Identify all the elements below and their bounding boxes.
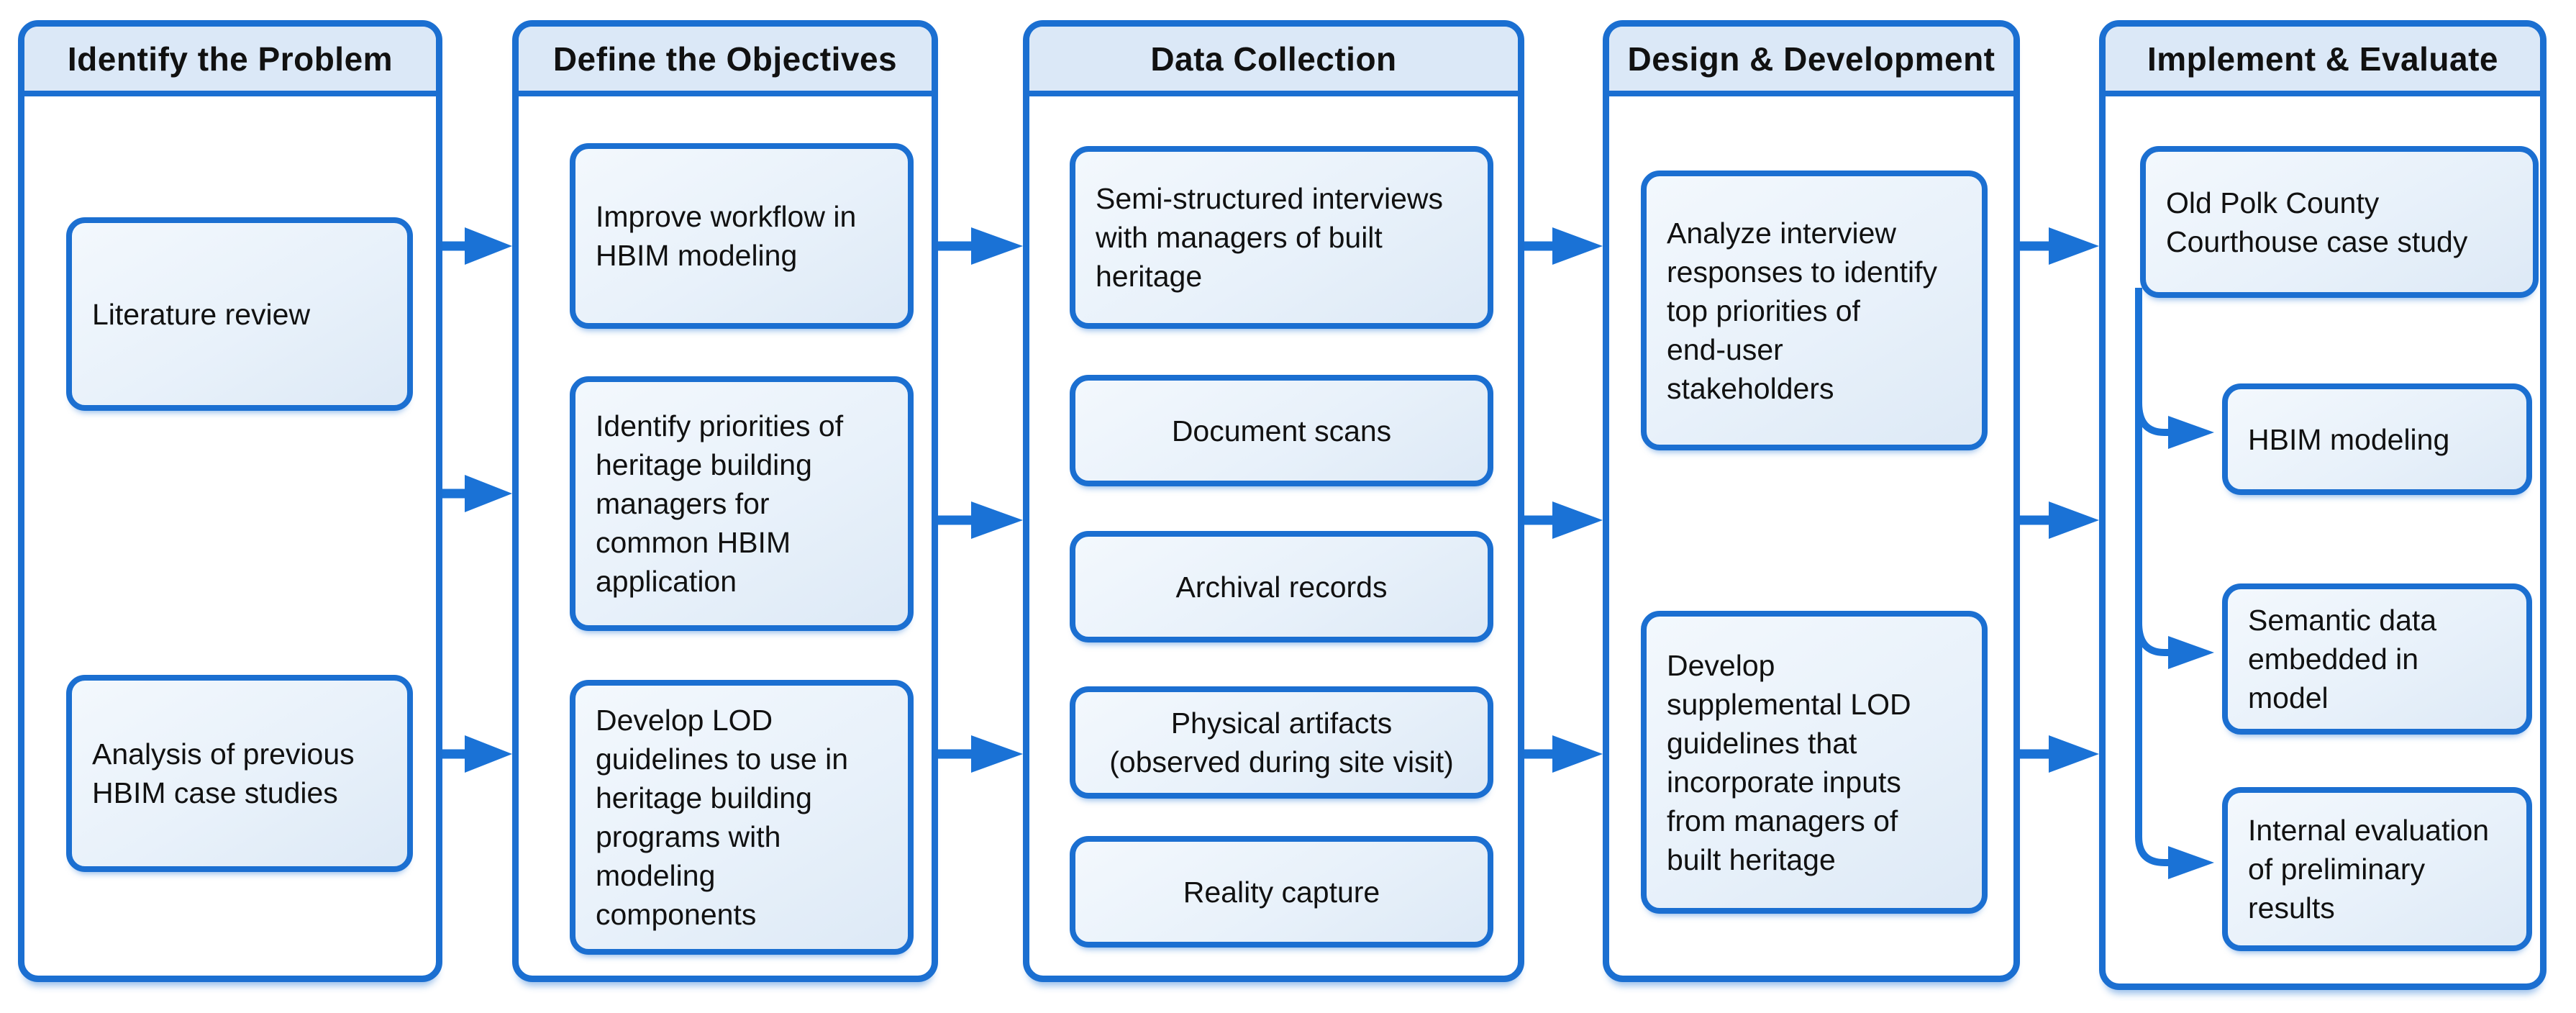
arrow-stage1-to-stage2-row2 <box>442 475 512 512</box>
node-develop-lod-guidelines: Develop LOD guidelines to use in heritag… <box>570 680 914 955</box>
node-label: Semi-structured interviews with managers… <box>1096 182 1444 293</box>
node-hbim-modeling: HBIM modeling <box>2222 383 2532 495</box>
node-label: Semantic data embedded in model <box>2248 604 2437 714</box>
stage-column-design-development: Design & Development Analyze interview r… <box>1603 20 2020 982</box>
node-label: Identify priorities of heritage building… <box>596 409 844 598</box>
node-identify-priorities: Identify priorities of heritage building… <box>570 376 914 631</box>
node-reality-capture: Reality capture <box>1070 836 1493 948</box>
arrow-stage4-to-stage5-row2 <box>2020 501 2099 539</box>
node-label: HBIM modeling <box>2248 422 2450 456</box>
arrow-stage2-to-stage3-row1 <box>938 227 1023 265</box>
stage-title: Define the Objectives <box>552 40 898 78</box>
stage-title: Design & Development <box>1627 40 1995 78</box>
node-label: Develop supplemental LOD guidelines that… <box>1667 648 1911 876</box>
stage-title: Data Collection <box>1150 40 1397 78</box>
node-document-scans: Document scans <box>1070 375 1493 486</box>
node-label: Literature review <box>92 297 311 331</box>
node-improve-workflow: Improve workflow in HBIM modeling <box>570 143 914 329</box>
stage-header-implement-evaluate: Implement & Evaluate <box>2106 27 2540 96</box>
node-analysis-previous-hbim: Analysis of previous HBIM case studies <box>66 675 413 872</box>
node-semi-structured-interviews: Semi-structured interviews with managers… <box>1070 146 1493 329</box>
node-label: Analyze interview responses to identify … <box>1667 216 1938 405</box>
stage-header-define-objectives: Define the Objectives <box>519 27 932 96</box>
arrow-stage2-to-stage3-row3 <box>938 735 1023 773</box>
arrow-stage4-to-stage5-row1 <box>2020 227 2099 265</box>
node-develop-supplemental-lod: Develop supplemental LOD guidelines that… <box>1641 611 1988 914</box>
stage-column-data-collection: Data Collection Semi-structured intervie… <box>1023 20 1524 982</box>
arrow-stage1-to-stage2-row3 <box>442 735 512 773</box>
stage-column-identify-problem: Identify the Problem Literature review A… <box>18 20 442 982</box>
node-label: Analysis of previous HBIM case studies <box>92 737 355 809</box>
arrow-stage3-to-stage4-row3 <box>1524 735 1603 773</box>
node-analyze-interview-responses: Analyze interview responses to identify … <box>1641 171 1988 450</box>
arrow-stage4-to-stage5-row3 <box>2020 735 2099 773</box>
node-label: Old Polk County Courthouse case study <box>2166 186 2468 258</box>
stage-column-define-objectives: Define the Objectives Improve workflow i… <box>512 20 938 982</box>
arrow-stage2-to-stage3-row2 <box>938 501 1023 539</box>
node-label: Internal evaluation of preliminary resul… <box>2248 814 2490 925</box>
arrow-stage3-to-stage4-row1 <box>1524 227 1603 265</box>
node-literature-review: Literature review <box>66 217 413 411</box>
node-physical-artifacts: Physical artifacts (observed during site… <box>1070 686 1493 799</box>
node-label: Improve workflow in HBIM modeling <box>596 200 857 272</box>
stage-column-implement-evaluate: Implement & Evaluate Old Polk County Cou… <box>2099 20 2547 990</box>
stage-header-data-collection: Data Collection <box>1029 27 1518 96</box>
stage-header-identify-problem: Identify the Problem <box>24 27 436 96</box>
node-semantic-data-embedded: Semantic data embedded in model <box>2222 583 2532 735</box>
stage-title: Implement & Evaluate <box>2147 40 2499 78</box>
node-internal-evaluation: Internal evaluation of preliminary resul… <box>2222 787 2532 951</box>
node-archival-records: Archival records <box>1070 531 1493 642</box>
arrow-stage3-to-stage4-row2 <box>1524 501 1603 539</box>
stage-header-design-development: Design & Development <box>1609 27 2013 96</box>
node-label: Archival records <box>1175 570 1388 604</box>
node-label: Physical artifacts (observed during site… <box>1109 707 1454 778</box>
node-label: Reality capture <box>1183 875 1380 909</box>
node-old-polk-county-courthouse: Old Polk County Courthouse case study <box>2140 146 2539 298</box>
stage-title: Identify the Problem <box>67 40 393 78</box>
node-label: Develop LOD guidelines to use in heritag… <box>596 704 849 931</box>
node-label: Document scans <box>1171 414 1392 448</box>
arrow-stage1-to-stage2-row1 <box>442 227 512 265</box>
